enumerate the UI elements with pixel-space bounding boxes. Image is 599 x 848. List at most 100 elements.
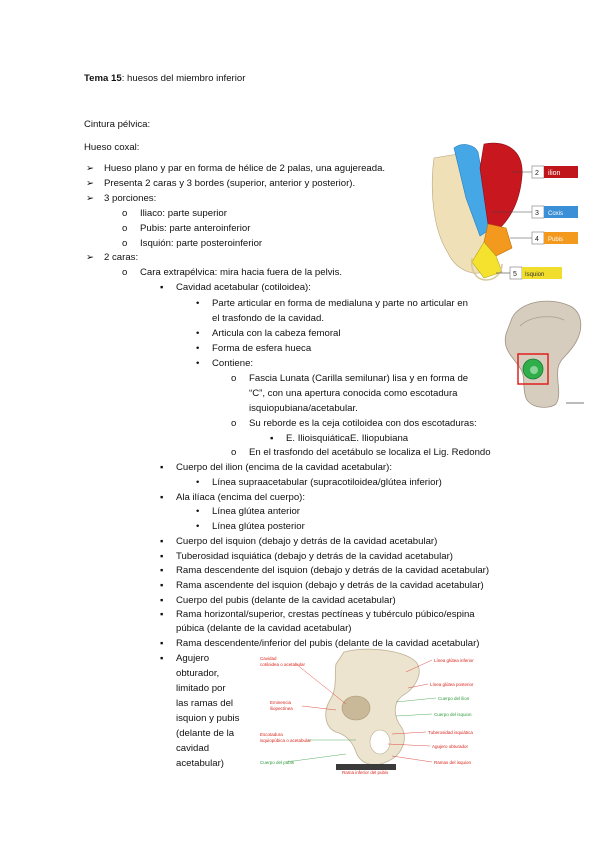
level5-text: Su reborde es la ceja cotiloidea con dos… [249, 418, 477, 429]
square-bullet-icon: ▪ [160, 492, 164, 503]
square-bullet-icon: ▪ [160, 462, 164, 473]
level3-text-cont: púbica (delante de la cavidad acetabular… [176, 623, 352, 634]
legend-num-ilion: 2 [535, 170, 539, 177]
circle-bullet-icon: o [122, 208, 128, 219]
section-heading-cintura: Cintura pélvica: [84, 119, 151, 130]
sacrum-shape [453, 144, 493, 237]
sub-bullet-text: Cara extrapélvica: mira hacia fuera de l… [140, 267, 343, 278]
level5-text: Fascia Lunata (Carilla semilunar) lisa y… [249, 373, 469, 384]
level4-text: Contiene: [212, 358, 254, 369]
square-bullet-icon: ▪ [160, 638, 164, 649]
bullet-text: Hueso plano y par en forma de hélice de … [104, 163, 386, 174]
square-bullet-icon: ▪ [160, 580, 164, 591]
pelvis-colored-diagram: 2 ilion 3 Coxis 4 Pubis 5 Isquion [426, 138, 586, 288]
label-agujero-obturador: Agujero obturador [432, 744, 469, 749]
level4-text: Línea glútea posterior [212, 521, 305, 532]
level5-text-cont: “C”, con una apertura conocida como esco… [249, 388, 458, 399]
label-cuerpo-pubis: Cuerpo del pubis [260, 760, 295, 765]
label-cavidad: Cavidad [260, 656, 277, 661]
level3-text: Rama descendente del isquion (debajo y d… [176, 565, 490, 576]
square-bullet-icon: ▪ [270, 433, 274, 444]
level4-text: Línea glútea anterior [212, 506, 301, 517]
label-cuerpo-isquion: Cuerpo del isquion [434, 712, 472, 717]
arrow-bullet-icon: ➢ [86, 178, 95, 189]
bullet-text: 2 caras: [104, 252, 139, 263]
legend-num-coxis: 3 [535, 210, 539, 217]
level3-text: Rama ascendente del isquion (debajo y de… [176, 580, 484, 591]
page-title: Tema 15: huesos del miembro inferior [84, 72, 245, 85]
circle-bullet-icon: o [231, 418, 237, 429]
legend-isquion: 5 Isquion [509, 266, 562, 280]
level4-text: Parte articular en forma de medialuna y … [212, 298, 468, 309]
level3-text-cont: (delante de la [176, 728, 235, 739]
legend-ilion: 2 ilion [531, 165, 578, 179]
circle-bullet-icon: o [122, 267, 128, 278]
legend-num-isquion: 5 [513, 271, 517, 278]
level4-text: Forma de esfera hueca [212, 343, 312, 354]
level3-text-cont: obturador, [176, 668, 220, 679]
label-cotiloidea: cotiloidea o acetabular [260, 662, 306, 667]
legend-coxis: 3 Coxis [531, 205, 578, 219]
level3-text: Cuerpo del isquion (debajo y detrás de l… [176, 536, 438, 547]
square-bullet-icon: ▪ [160, 609, 164, 620]
level3-text-cont: cavidad [176, 743, 210, 754]
level3-text-cont: limitado por [176, 683, 226, 694]
level3-text: Cuerpo del ilion (encima de la cavidad a… [176, 462, 392, 473]
level4-text: Línea supraacetabular (supracotiloidea/g… [212, 477, 442, 488]
level3-text: Tuberosidad isquiática (debajo y detrás … [176, 551, 453, 562]
pubis-shape [483, 223, 513, 257]
label-rama-inferior-pubis: Rama inferior del pubis [342, 770, 389, 775]
level3-text: Cuerpo del pubis (delante de la cavidad … [176, 595, 396, 606]
level3-text-cont: acetabular) [176, 758, 224, 769]
arrow-bullet-icon: ➢ [86, 193, 95, 204]
square-bullet-icon: ▪ [160, 536, 164, 547]
level3-text-cont: isquion y pubis [176, 713, 240, 724]
legend-text-ilion: ilion [548, 170, 561, 177]
level4-text: Articula con la cabeza femoral [212, 328, 341, 339]
dot-bullet-icon: • [196, 343, 200, 354]
title-topic-number: Tema 15 [84, 73, 122, 84]
label-eminencia: Eminencia [270, 700, 292, 705]
label-escotadura: Escotadura [260, 732, 283, 737]
section-heading-hueso-coxal: Hueso coxal: [84, 142, 140, 153]
bullet-text: 3 porciones: [104, 193, 157, 204]
level3-text: Ala ilíaca (encima del cuerpo): [176, 492, 306, 503]
hip-bone-photo-shape [325, 648, 420, 766]
label-cuerpo-ilion: Cuerpo del ilion [438, 696, 470, 701]
dot-bullet-icon: • [196, 328, 200, 339]
legend-text-isquion: Isquion [525, 272, 544, 278]
level3-text: Agujero [176, 653, 210, 664]
level3-text: Cavidad acetabular (cotiloidea): [176, 282, 311, 293]
level3-text-cont: las ramas del [176, 698, 234, 709]
circle-bullet-icon: o [122, 238, 128, 249]
label-linea-glutea-inferior: Línea glútea inferior [434, 658, 474, 663]
label-linea-glutea-posterior: Línea glútea posterior [430, 682, 474, 687]
dot-bullet-icon: • [196, 521, 200, 532]
level3-text: Rama descendente/inferior del pubis (del… [176, 638, 480, 649]
legend-text-pubis: Pubis [548, 237, 563, 243]
label-iliopectinea: iliopectínea [270, 706, 293, 711]
level3-text: Rama horizontal/superior, crestas pectín… [176, 609, 475, 620]
dot-bullet-icon: • [196, 358, 200, 369]
level6-text: E. IlioisquiáticaE. Iliopubiana [286, 433, 409, 444]
label-tuberosidad: Tuberosidad isquiática [428, 730, 473, 735]
dot-bullet-icon: • [196, 298, 200, 309]
sub-bullet-text: Pubis: parte anteroinferior [140, 223, 251, 234]
square-bullet-icon: ▪ [160, 282, 164, 293]
acetabulum-highlight-box [517, 353, 549, 385]
dot-bullet-icon: • [196, 506, 200, 517]
level4-text-cont: el trasfondo de la cavidad. [212, 313, 325, 324]
hip-bone-labeled-photo: Cavidad cotiloidea o acetabular Eminenci… [256, 648, 494, 776]
square-bullet-icon: ▪ [160, 551, 164, 562]
level5-text: En el trasfondo del acetábulo se localiz… [249, 447, 491, 458]
arrow-bullet-icon: ➢ [86, 252, 95, 263]
legend-text-coxis: Coxis [548, 211, 563, 217]
legend-num-pubis: 4 [535, 236, 539, 243]
title-topic-text: : huesos del miembro inferior [121, 73, 246, 84]
level5-text-cont: isquiopubiana/acetabular. [249, 403, 358, 414]
arrow-bullet-icon: ➢ [86, 163, 95, 174]
bullet-text: Presenta 2 caras y 3 bordes (superior, a… [104, 178, 356, 189]
dot-bullet-icon: • [196, 477, 200, 488]
circle-bullet-icon: o [231, 373, 237, 384]
